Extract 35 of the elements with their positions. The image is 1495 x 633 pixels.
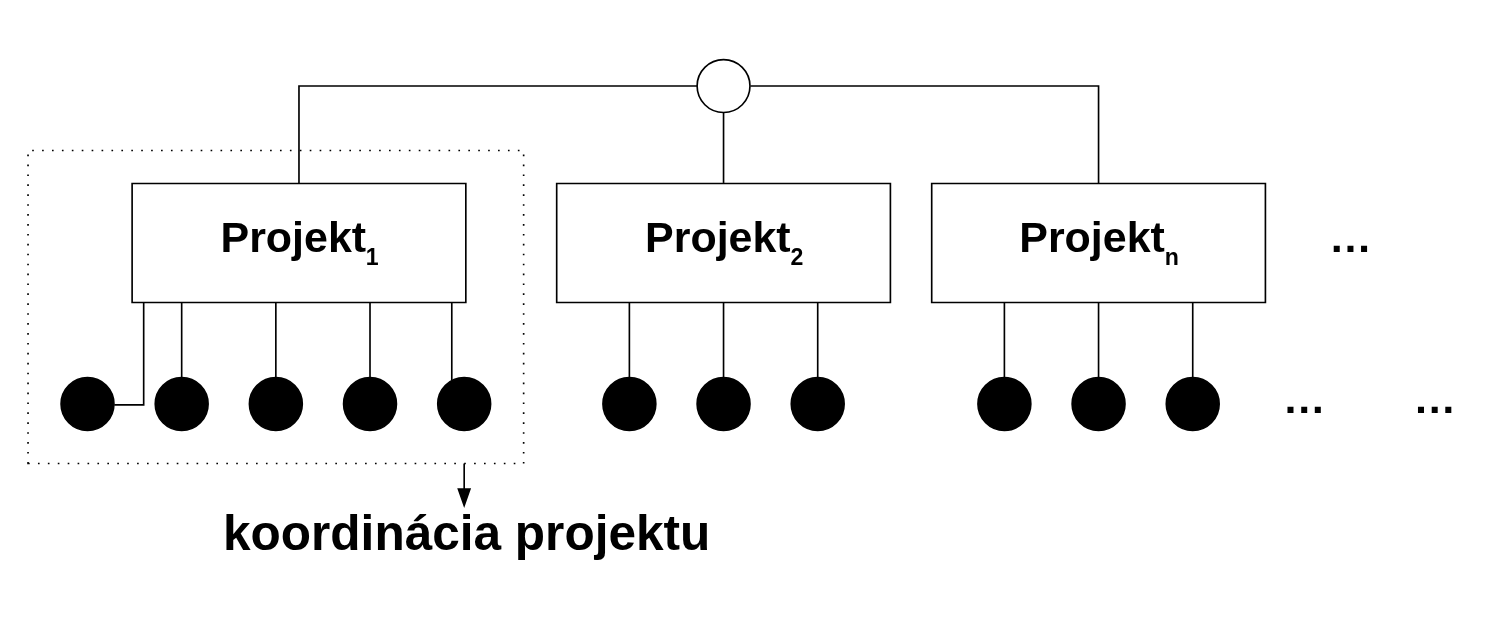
connector — [749, 85, 1100, 185]
node-dot — [790, 376, 845, 432]
connector — [298, 85, 698, 185]
label: … — [1413, 373, 1457, 422]
connector — [450, 301, 453, 381]
connector — [722, 301, 725, 379]
connector — [816, 301, 819, 379]
node-dot — [60, 376, 115, 432]
node-dot — [602, 376, 657, 432]
connector — [1097, 301, 1100, 379]
node-dot — [977, 376, 1032, 432]
connector — [1191, 301, 1194, 379]
connector — [1003, 301, 1006, 379]
node-dot — [1165, 376, 1220, 432]
connector — [275, 301, 277, 379]
node-box: Projekt$_{1}$ — [131, 182, 467, 304]
node-dot — [248, 376, 304, 432]
connector — [628, 301, 631, 379]
connector — [369, 301, 371, 379]
node-dot — [696, 376, 751, 432]
node-dot — [436, 376, 492, 432]
connector — [722, 111, 725, 184]
connector — [180, 301, 183, 379]
node-circle — [696, 58, 751, 114]
node-box: Projekt$_{2}$ — [555, 182, 892, 304]
node-box: Projekt$_{n}$ — [930, 182, 1267, 304]
label: … — [1282, 373, 1326, 422]
label: … — [1329, 212, 1372, 261]
connector — [113, 301, 145, 406]
arrow — [457, 462, 472, 509]
node-dot — [1071, 376, 1126, 432]
node-text: koordinácia projektu — [222, 505, 711, 562]
node-dot — [342, 376, 398, 432]
cluster — [27, 149, 525, 465]
node-dot — [154, 376, 209, 432]
